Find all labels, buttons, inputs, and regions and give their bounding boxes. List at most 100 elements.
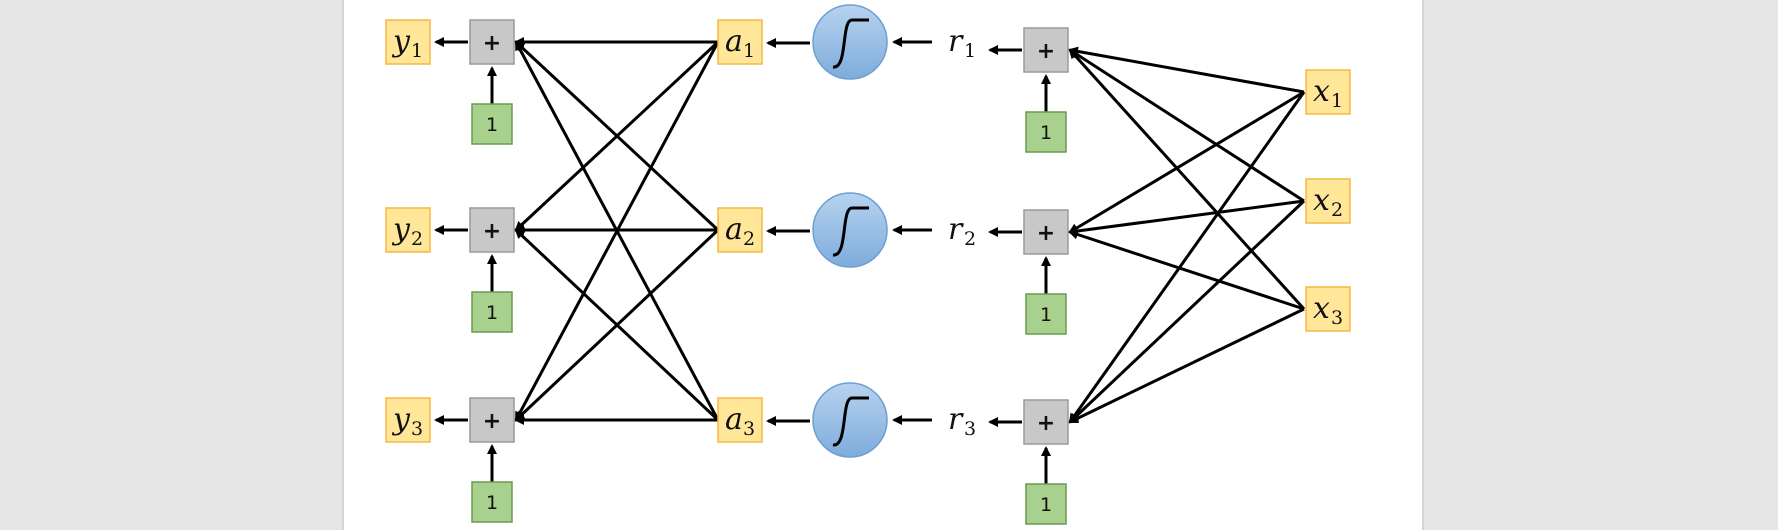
right-bias-node-1-box <box>1025 111 1067 153</box>
left-bias-node-3-value: 1 <box>486 492 498 514</box>
arrow-x3-to-sum3 <box>1068 307 1305 424</box>
right-sum-node-1-box <box>1023 27 1069 73</box>
sigmoid-icon <box>832 206 869 257</box>
input-x3-subscript: 3 <box>1331 307 1343 329</box>
left-bias-node-3-box <box>471 481 513 523</box>
input-x2-symbol: x <box>1313 183 1330 218</box>
left-bias-node-2-value: 1 <box>486 302 498 324</box>
input-x1-symbol: x <box>1313 74 1330 109</box>
preactivation-r2-subscript: 2 <box>964 228 976 250</box>
right-bias-node-3-box <box>1025 483 1067 525</box>
left-sum-node-1-box <box>469 19 515 65</box>
right-sum-node-3-plus-symbol: + <box>1037 411 1055 436</box>
arrow-x1-to-sum1 <box>1068 46 1305 94</box>
right-bias-node-3: 1 <box>1025 483 1067 525</box>
output-y3-subscript: 3 <box>411 418 423 440</box>
preactivation-r3-subscript: 3 <box>964 418 976 440</box>
input-x3-box <box>1305 286 1351 332</box>
left-sum-node-1-plus-symbol: + <box>483 31 501 56</box>
right-sum-node-1: + <box>1023 27 1069 73</box>
sigmoid-node-2 <box>812 192 888 268</box>
right-bias-node-1: 1 <box>1025 111 1067 153</box>
preactivation-r1-subscript: 1 <box>964 40 976 62</box>
output-y1-box <box>385 19 431 65</box>
preactivation-r1-symbol: r <box>948 24 964 59</box>
output-y1-subscript: 1 <box>411 40 423 62</box>
activation-a2-symbol: a <box>725 212 743 247</box>
arrow-a3-to-sum1 <box>514 40 720 421</box>
sigmoid-node-1-circle <box>812 4 888 80</box>
left-sum-node-3-box <box>469 397 515 443</box>
arrow-a2-to-sum1 <box>514 40 720 232</box>
left-bias-node-1-value: 1 <box>486 114 498 136</box>
left-sum-node-2: + <box>469 207 515 253</box>
input-x2-box <box>1305 178 1351 224</box>
arrow-x2-to-sum3 <box>1068 199 1306 424</box>
left-bias-node-2: 1 <box>471 291 513 333</box>
output-y2-symbol: y <box>391 212 411 247</box>
left-sum-node-3-plus-symbol: + <box>483 409 501 434</box>
sigmoid-node-2-circle <box>812 192 888 268</box>
activation-a3-subscript: 3 <box>743 418 755 440</box>
activation-a3-box <box>717 397 763 443</box>
activation-a2-subscript: 2 <box>743 228 755 250</box>
sigmoid-node-1 <box>812 4 888 80</box>
right-sum-node-3: + <box>1023 399 1069 445</box>
left-sum-node-3: + <box>469 397 515 443</box>
right-sum-node-2: + <box>1023 209 1069 255</box>
arrow-x2-to-sum2 <box>1068 199 1305 236</box>
right-bias-node-1-value: 1 <box>1040 122 1052 144</box>
left-sum-node-2-plus-symbol: + <box>483 219 501 244</box>
input-x1-subscript: 1 <box>1331 90 1343 112</box>
activation-a2-box <box>717 207 763 253</box>
right-sum-node-2-box <box>1023 209 1069 255</box>
right-bias-node-2-box <box>1025 293 1067 335</box>
arrow-x2-to-sum1 <box>1068 48 1305 203</box>
arrow-x3-to-sum1 <box>1068 48 1306 311</box>
sigmoid-node-3 <box>812 382 888 458</box>
activation-a1-subscript: 1 <box>743 40 755 62</box>
left-bias-node-2-box <box>471 291 513 333</box>
input-x3-symbol: x <box>1313 291 1330 326</box>
sigmoid-icon <box>832 18 869 69</box>
left-sum-node-2-box <box>469 207 515 253</box>
input-x2-subscript: 2 <box>1331 199 1343 221</box>
input-x1-box <box>1305 69 1351 115</box>
output-y1-symbol: y <box>391 24 411 59</box>
sigmoid-node-3-circle <box>812 382 888 458</box>
preactivation-r3-symbol: r <box>948 402 964 437</box>
right-bias-node-2: 1 <box>1025 293 1067 335</box>
activation-a1-symbol: a <box>725 24 743 59</box>
arrow-x3-to-sum2 <box>1068 229 1305 311</box>
left-bias-node-1: 1 <box>471 103 513 145</box>
arrow-x1-to-sum2 <box>1068 90 1305 234</box>
right-bias-node-2-value: 1 <box>1040 304 1052 326</box>
right-sum-node-3-box <box>1023 399 1069 445</box>
output-y3-box <box>385 397 431 443</box>
arrow-a3-to-sum2 <box>514 228 720 422</box>
activation-a1-box <box>717 19 763 65</box>
output-y2-subscript: 2 <box>411 228 423 250</box>
left-bias-node-3: 1 <box>471 481 513 523</box>
preactivation-r2-symbol: r <box>948 212 964 247</box>
left-sum-node-1: + <box>469 19 515 65</box>
right-sum-node-1-plus-symbol: + <box>1037 39 1055 64</box>
output-y2-box <box>385 207 431 253</box>
left-bias-node-1-box <box>471 103 513 145</box>
arrow-x1-to-sum3 <box>1068 91 1306 424</box>
connection-arrows <box>434 37 1306 484</box>
